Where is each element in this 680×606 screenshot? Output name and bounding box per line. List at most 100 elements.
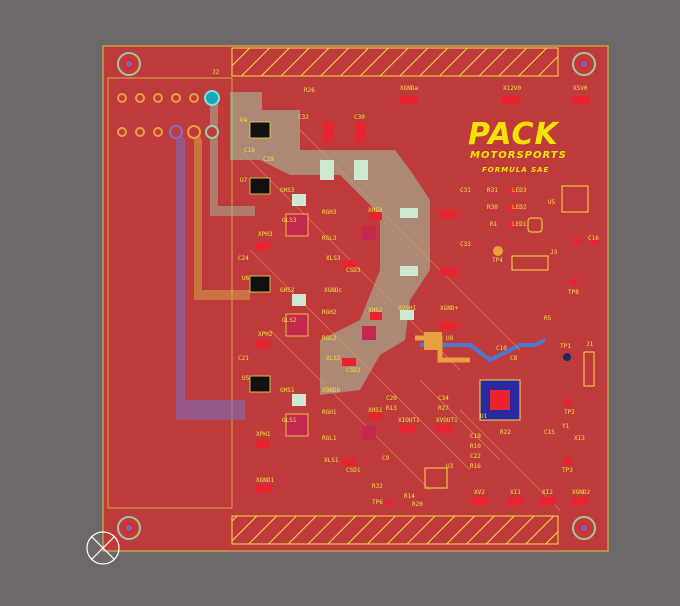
team-logo: PACK xyxy=(468,117,559,152)
net-blue-trace xyxy=(420,338,546,363)
ref-label: C32 xyxy=(298,114,309,121)
ref-label: LED2 xyxy=(512,204,527,211)
ref-label: XPH3 xyxy=(258,231,273,238)
ref-label: XGND2 xyxy=(572,489,591,496)
ref-label: XLS1 xyxy=(324,457,339,464)
ref-label: TP6 xyxy=(372,499,383,506)
ref-label: CSD3 xyxy=(346,267,361,274)
ref-label: R32 xyxy=(372,483,383,490)
ref-label: RGL1 xyxy=(322,435,337,442)
ref-label: U5 xyxy=(548,199,556,206)
ref-label: GLS1 xyxy=(282,417,297,424)
ref-label: U4 xyxy=(240,117,248,124)
ref-label: C20 xyxy=(386,395,397,402)
mounting-holes xyxy=(117,52,596,540)
ref-label: C15 xyxy=(544,429,555,436)
ref-label: XPH1 xyxy=(256,431,271,438)
switch-u9 xyxy=(561,185,589,213)
ref-label: C8 xyxy=(510,355,518,362)
ref-label: X12V0 xyxy=(503,85,522,92)
ref-label: XI3 xyxy=(574,435,585,442)
ref-label: C16 xyxy=(588,235,599,242)
ref-label: U7 xyxy=(240,177,248,184)
smd-pads xyxy=(256,96,598,505)
ref-label: GLS2 xyxy=(282,317,297,324)
ref-label: LED3 xyxy=(512,187,527,194)
ref-label: TP4 xyxy=(492,257,503,264)
header-j1 xyxy=(583,351,595,387)
team-logo-tagline: FORMULA SAE xyxy=(482,166,550,174)
ref-label: U8 xyxy=(446,335,454,342)
ref-label: R30 xyxy=(487,204,498,211)
keepout-bottom xyxy=(231,515,559,545)
ic-packages xyxy=(249,121,271,393)
ref-label: CSD2 xyxy=(346,367,361,374)
ref-label: XGNDa xyxy=(400,85,419,92)
ref-label: R22 xyxy=(500,429,511,436)
ic-u3 xyxy=(424,467,448,489)
ref-label: CSD1 xyxy=(346,467,361,474)
j2-pins xyxy=(117,90,220,139)
ref-label: GHS1 xyxy=(280,387,295,394)
ref-label: C29 xyxy=(263,156,274,163)
signal-traces xyxy=(239,129,561,511)
ref-label: C9 xyxy=(382,455,390,462)
ref-label: J3 xyxy=(550,249,558,256)
ref-label: J1 xyxy=(586,341,594,348)
ref-label: X5V0 xyxy=(573,85,588,92)
ref-label: GLS3 xyxy=(282,217,297,224)
ref-label: XGNDc xyxy=(324,287,343,294)
ref-label: XVOUT1 xyxy=(436,417,458,424)
mounting-hole xyxy=(572,52,596,76)
ref-label: C10 xyxy=(496,345,507,352)
ref-label: RGL2 xyxy=(322,335,337,342)
ref-label: C33 xyxy=(460,241,471,248)
ref-label: TP8 xyxy=(568,289,579,296)
keepout-top xyxy=(231,47,559,77)
ref-label: R20 xyxy=(412,501,423,508)
origin-marker-icon xyxy=(86,531,120,565)
ref-label: U3 xyxy=(446,463,454,470)
ref-label: R10 xyxy=(470,443,481,450)
ref-label: R5 xyxy=(544,315,552,322)
ref-label: C31 xyxy=(460,187,471,194)
ref-label: R26 xyxy=(304,87,315,94)
ref-label: TP3 xyxy=(562,467,573,474)
ref-label: XVSHI xyxy=(398,305,417,312)
ref-label: XI1 xyxy=(510,489,521,496)
ref-label: XHS2 xyxy=(368,307,383,314)
ref-label: R16 xyxy=(470,463,481,470)
ref-label: U6 xyxy=(242,275,250,282)
ref-label: TP2 xyxy=(564,409,575,416)
ref-label: C21 xyxy=(238,355,249,362)
ref-label: R31 xyxy=(487,187,498,194)
ref-label: C22 xyxy=(470,453,481,460)
ref-label: C19 xyxy=(470,433,481,440)
ref-label: XHS3 xyxy=(368,207,383,214)
ref-label: R13 xyxy=(386,405,397,412)
ref-label: RGH3 xyxy=(322,209,337,216)
ref-label: XPH2 xyxy=(258,331,273,338)
ref-label: C24 xyxy=(238,255,249,262)
ref-label: U5 xyxy=(242,375,250,382)
ref-label: U1 xyxy=(480,413,488,420)
ref-label: RGH1 xyxy=(322,409,337,416)
team-logo-sub: MOTORSPORTS xyxy=(470,150,567,161)
ref-label: XIOUT1 xyxy=(398,417,420,424)
mosfet-bodies xyxy=(285,160,418,440)
ref-label: TP1 xyxy=(560,343,571,350)
ic-u8 xyxy=(424,332,442,350)
ref-label: XHS1 xyxy=(368,407,383,414)
ref-label: XLS3 xyxy=(326,255,341,262)
ref-label: J2 xyxy=(212,69,220,76)
ref-label: R14 xyxy=(404,493,415,500)
power-trace-blue xyxy=(176,128,245,420)
ref-label: R1 xyxy=(490,221,498,228)
power-trace-green xyxy=(210,98,255,216)
ref-label: LED1 xyxy=(512,221,527,228)
power-trace-orange xyxy=(194,128,250,300)
ref-label: XV2 xyxy=(474,489,485,496)
ref-label: XGNDb xyxy=(322,387,341,394)
ref-label: RGH2 xyxy=(322,309,337,316)
